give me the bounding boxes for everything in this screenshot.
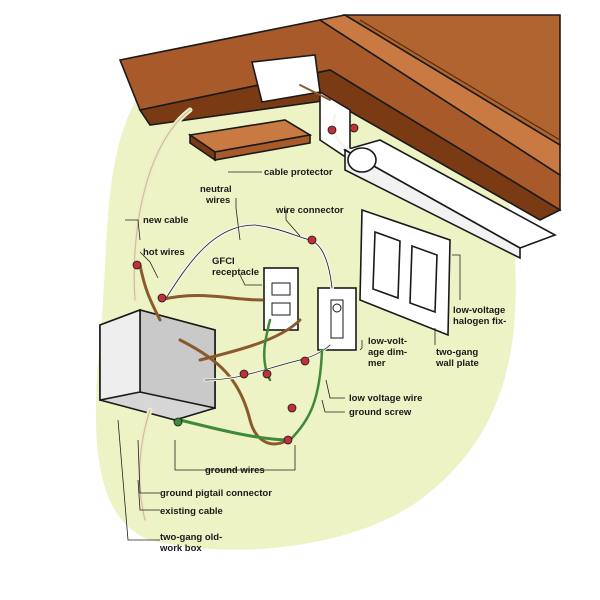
wire-nut [327,125,337,135]
label-neutral-wires-2: wires [205,195,230,206]
label-new-cable: new cable [143,215,188,226]
wire-nut [300,356,310,366]
label-two-gang-wall-plate: two-gang [436,347,478,358]
label-low-voltage-dimmer: low-volt- [368,336,407,347]
fixture-junction-box [251,54,351,162]
upper-cabinet [118,14,562,221]
wire-nut [262,369,272,379]
label-old-work-box-2: work box [159,543,202,554]
label-wire-connector: wire connector [275,205,344,216]
ground-pigtail-nut [173,417,183,427]
label-existing-cable: existing cable [160,506,223,517]
label-ground-wires: ground wires [205,465,265,476]
wire-connectors [132,123,359,445]
wire-nut [132,260,142,270]
wire-nut [287,403,297,413]
cables [131,84,352,523]
label-low-voltage-dimmer-2: age dim- [368,347,407,358]
label-low-voltage-halogen: low-voltage [453,305,505,316]
label-neutral-wires: neutral [200,184,232,195]
halogen-fixture [342,139,557,260]
label-ground-pigtail-connector: ground pigtail connector [160,488,272,499]
label-cable-protector: cable protector [264,167,333,178]
label-low-voltage-wire: low voltage wire [349,393,422,404]
wire-nut [157,293,167,303]
label-gfci-receptacle: receptacle [212,267,259,278]
wire-nut [283,435,293,445]
label-gfci: GFCI [212,256,235,267]
label-two-gang-wall-plate-2: wall plate [435,358,479,369]
label-low-voltage-dimmer-3: mer [368,358,386,369]
wire-nut [239,369,249,379]
callout-labels: cable protector neutral wires wire conne… [143,167,506,554]
label-low-voltage-halogen-2: halogen fix- [453,316,506,327]
wire-nut [307,235,317,245]
label-old-work-box: two-gang old- [160,532,222,543]
two-gang-wall-plate [359,208,451,337]
label-hot-wires: hot wires [143,247,185,258]
wire-nut [349,123,359,133]
dimmer-device [317,287,357,351]
old-work-box [99,308,216,421]
label-ground-screw: ground screw [349,407,412,418]
cable-protector-strip [187,119,313,162]
leader-lines [117,171,461,541]
